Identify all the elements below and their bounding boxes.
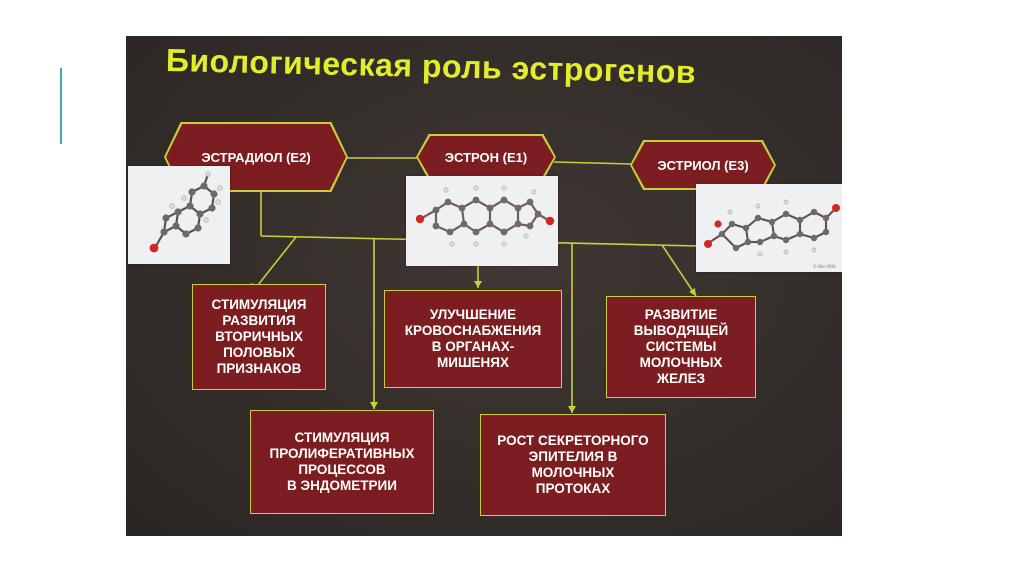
arrowhead <box>474 281 482 288</box>
slide: Биологическая роль эстрогенов ЭСТРАДИОЛ … <box>126 36 842 536</box>
connector-e1-e3 <box>553 161 633 165</box>
effect-secondary-sex: СТИМУЛЯЦИЯ РАЗВИТИЯ ВТОРИЧНЫХ ПОЛОВЫХ ПР… <box>192 284 326 390</box>
arrowhead <box>689 288 696 296</box>
estrone-molecule-icon <box>406 176 558 266</box>
effect-secretory-epithelium-text: РОСТ СЕКРЕТОРНОГО ЭПИТЕЛИЯ В МОЛОЧНЫХ ПР… <box>497 433 649 496</box>
connector-lines <box>251 157 699 413</box>
hormone-e1-label: ЭСТРОН (Е1) <box>418 136 554 178</box>
effect-secondary-sex-text: СТИМУЛЯЦИЯ РАЗВИТИЯ ВТОРИЧНЫХ ПОЛОВЫХ ПР… <box>211 297 307 376</box>
connector-to-secondary-sex <box>253 236 297 291</box>
effect-endometrium-text: СТИМУЛЯЦИЯ ПРОЛИФЕРАТИВНЫХ ПРОЦЕССОВ В Э… <box>269 430 415 493</box>
molecule-image-credit: © Ben Mills <box>812 264 836 269</box>
effect-blood-supply: УЛУЧШЕНИЕ КРОВОСНАБЖЕНИЯ В ОРГАНАХ- МИШЕ… <box>384 290 562 388</box>
connector-to-mammary-dev <box>661 244 697 297</box>
estriol-molecule-icon: © Ben Mills <box>696 184 842 272</box>
effect-mammary-ducts-dev: РАЗВИТИЕ ВЫВОДЯЩЕЙ СИСТЕМЫ МОЛОЧНЫХ ЖЕЛЕ… <box>606 296 756 398</box>
effect-blood-supply-text: УЛУЧШЕНИЕ КРОВОСНАБЖЕНИЯ В ОРГАНАХ- МИШЕ… <box>404 307 542 370</box>
estradiol-molecule-icon <box>128 166 230 264</box>
arrowhead <box>370 402 378 409</box>
effect-mammary-ducts-dev-text: РАЗВИТИЕ ВЫВОДЯЩЕЙ СИСТЕМЫ МОЛОЧНЫХ ЖЕЛЕ… <box>633 307 729 386</box>
arrowhead <box>568 406 576 413</box>
effect-secretory-epithelium: РОСТ СЕКРЕТОРНОГО ЭПИТЕЛИЯ В МОЛОЧНЫХ ПР… <box>480 414 666 516</box>
accent-line <box>60 68 62 144</box>
effect-endometrium: СТИМУЛЯЦИЯ ПРОЛИФЕРАТИВНЫХ ПРОЦЕССОВ В Э… <box>250 410 434 514</box>
hormone-e3-label: ЭСТРИОЛ (Е3) <box>632 142 774 188</box>
